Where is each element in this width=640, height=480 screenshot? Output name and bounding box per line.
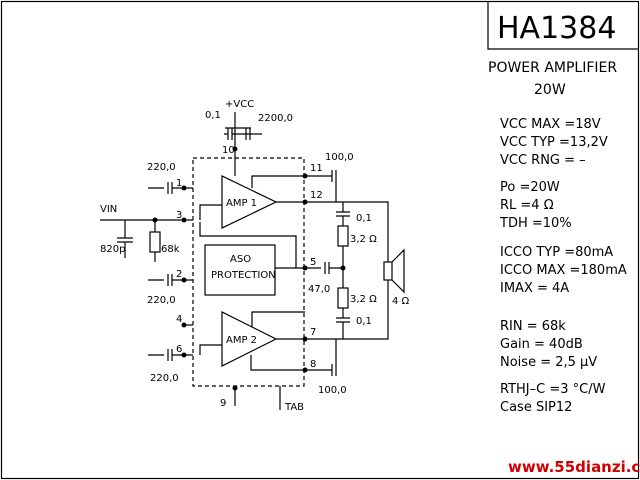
r-zobel2-label: 3,2 Ω (350, 294, 377, 305)
c-aso-label: 47,0 (308, 284, 330, 295)
c-in2-label: 220,0 (147, 295, 176, 306)
spec-vcc-rng: VCC RNG = – (500, 153, 586, 168)
spec-rthj: RTHJ–C =3 °C/W (500, 382, 606, 397)
r-zobel1-label: 3,2 Ω (350, 234, 377, 245)
r-vin-label: 68k (161, 244, 180, 255)
pin-7: 7 (310, 327, 316, 338)
aso-label-line2: PROTECTION (211, 270, 276, 281)
pin-3: 3 (176, 210, 182, 221)
spec-rin: RIN = 68k (500, 319, 566, 334)
c-in3-label: 220,0 (150, 373, 179, 384)
spec-imax: IMAX = 4A (500, 281, 569, 296)
pin-9: 9 (220, 398, 226, 409)
aso-protection-block: ASO PROTECTION (204, 244, 276, 296)
subtitle-line1: POWER AMPLIFIER (488, 60, 617, 76)
c-vcc-small-label: 0,1 (205, 110, 221, 121)
watermark: www.55dianzi.com (508, 458, 640, 476)
speaker-impedance-label: 4 Ω (392, 296, 410, 307)
pin-1: 1 (176, 178, 182, 189)
amp2-block: AMP 2 (221, 311, 278, 367)
pin-4: 4 (176, 314, 182, 325)
aso-label-line1: ASO (230, 254, 251, 265)
pin-11: 11 (310, 163, 323, 174)
title-box (487, 1, 638, 50)
amp2-label: AMP 2 (226, 335, 257, 346)
spec-list: VCC MAX =18V VCC TYP =13,2V VCC RNG = – … (499, 117, 627, 415)
speaker-icon (383, 248, 405, 294)
amp1-block: AMP 1 (221, 175, 278, 229)
vin-label: VIN (100, 204, 117, 215)
pin-8: 8 (310, 359, 316, 370)
spec-po: Po =20W (500, 180, 560, 195)
subtitle-line2: 20W (534, 82, 566, 98)
vcc-label: +VCC (225, 99, 254, 110)
c-boot-bottom-label: 100,0 (318, 385, 347, 396)
c-zobel2-label: 0,1 (356, 316, 372, 327)
amp1-label: AMP 1 (226, 198, 257, 209)
pin-10: 10 (222, 145, 235, 156)
spec-icco-typ: ICCO TYP =80mA (500, 245, 613, 260)
c-vin-label: 820p (100, 244, 125, 255)
part-number: HA1384 (497, 11, 616, 46)
spec-case: Case SIP12 (500, 400, 572, 415)
spec-icco-max: ICCO MAX =180mA (500, 263, 627, 278)
spec-gain: Gain = 40dB (500, 337, 583, 352)
spec-vcc-max: VCC MAX =18V (500, 117, 601, 132)
spec-tdh: TDH =10% (499, 216, 572, 231)
pin-5: 5 (310, 257, 316, 268)
c-vcc-big-label: 2200,0 (258, 113, 293, 124)
tab-label: TAB (284, 402, 304, 413)
spec-rl: RL =4 Ω (500, 198, 554, 213)
spec-vcc-typ: VCC TYP =13,2V (500, 135, 608, 150)
pin-12: 12 (310, 190, 323, 201)
ic-outline (192, 157, 305, 387)
c-in1-label: 220,0 (147, 162, 176, 173)
pin-2: 2 (176, 269, 182, 280)
c-boot-top-label: 100,0 (325, 152, 354, 163)
spec-noise: Noise = 2,5 µV (500, 355, 597, 370)
c-zobel1-label: 0,1 (356, 213, 372, 224)
pin-6: 6 (176, 344, 182, 355)
